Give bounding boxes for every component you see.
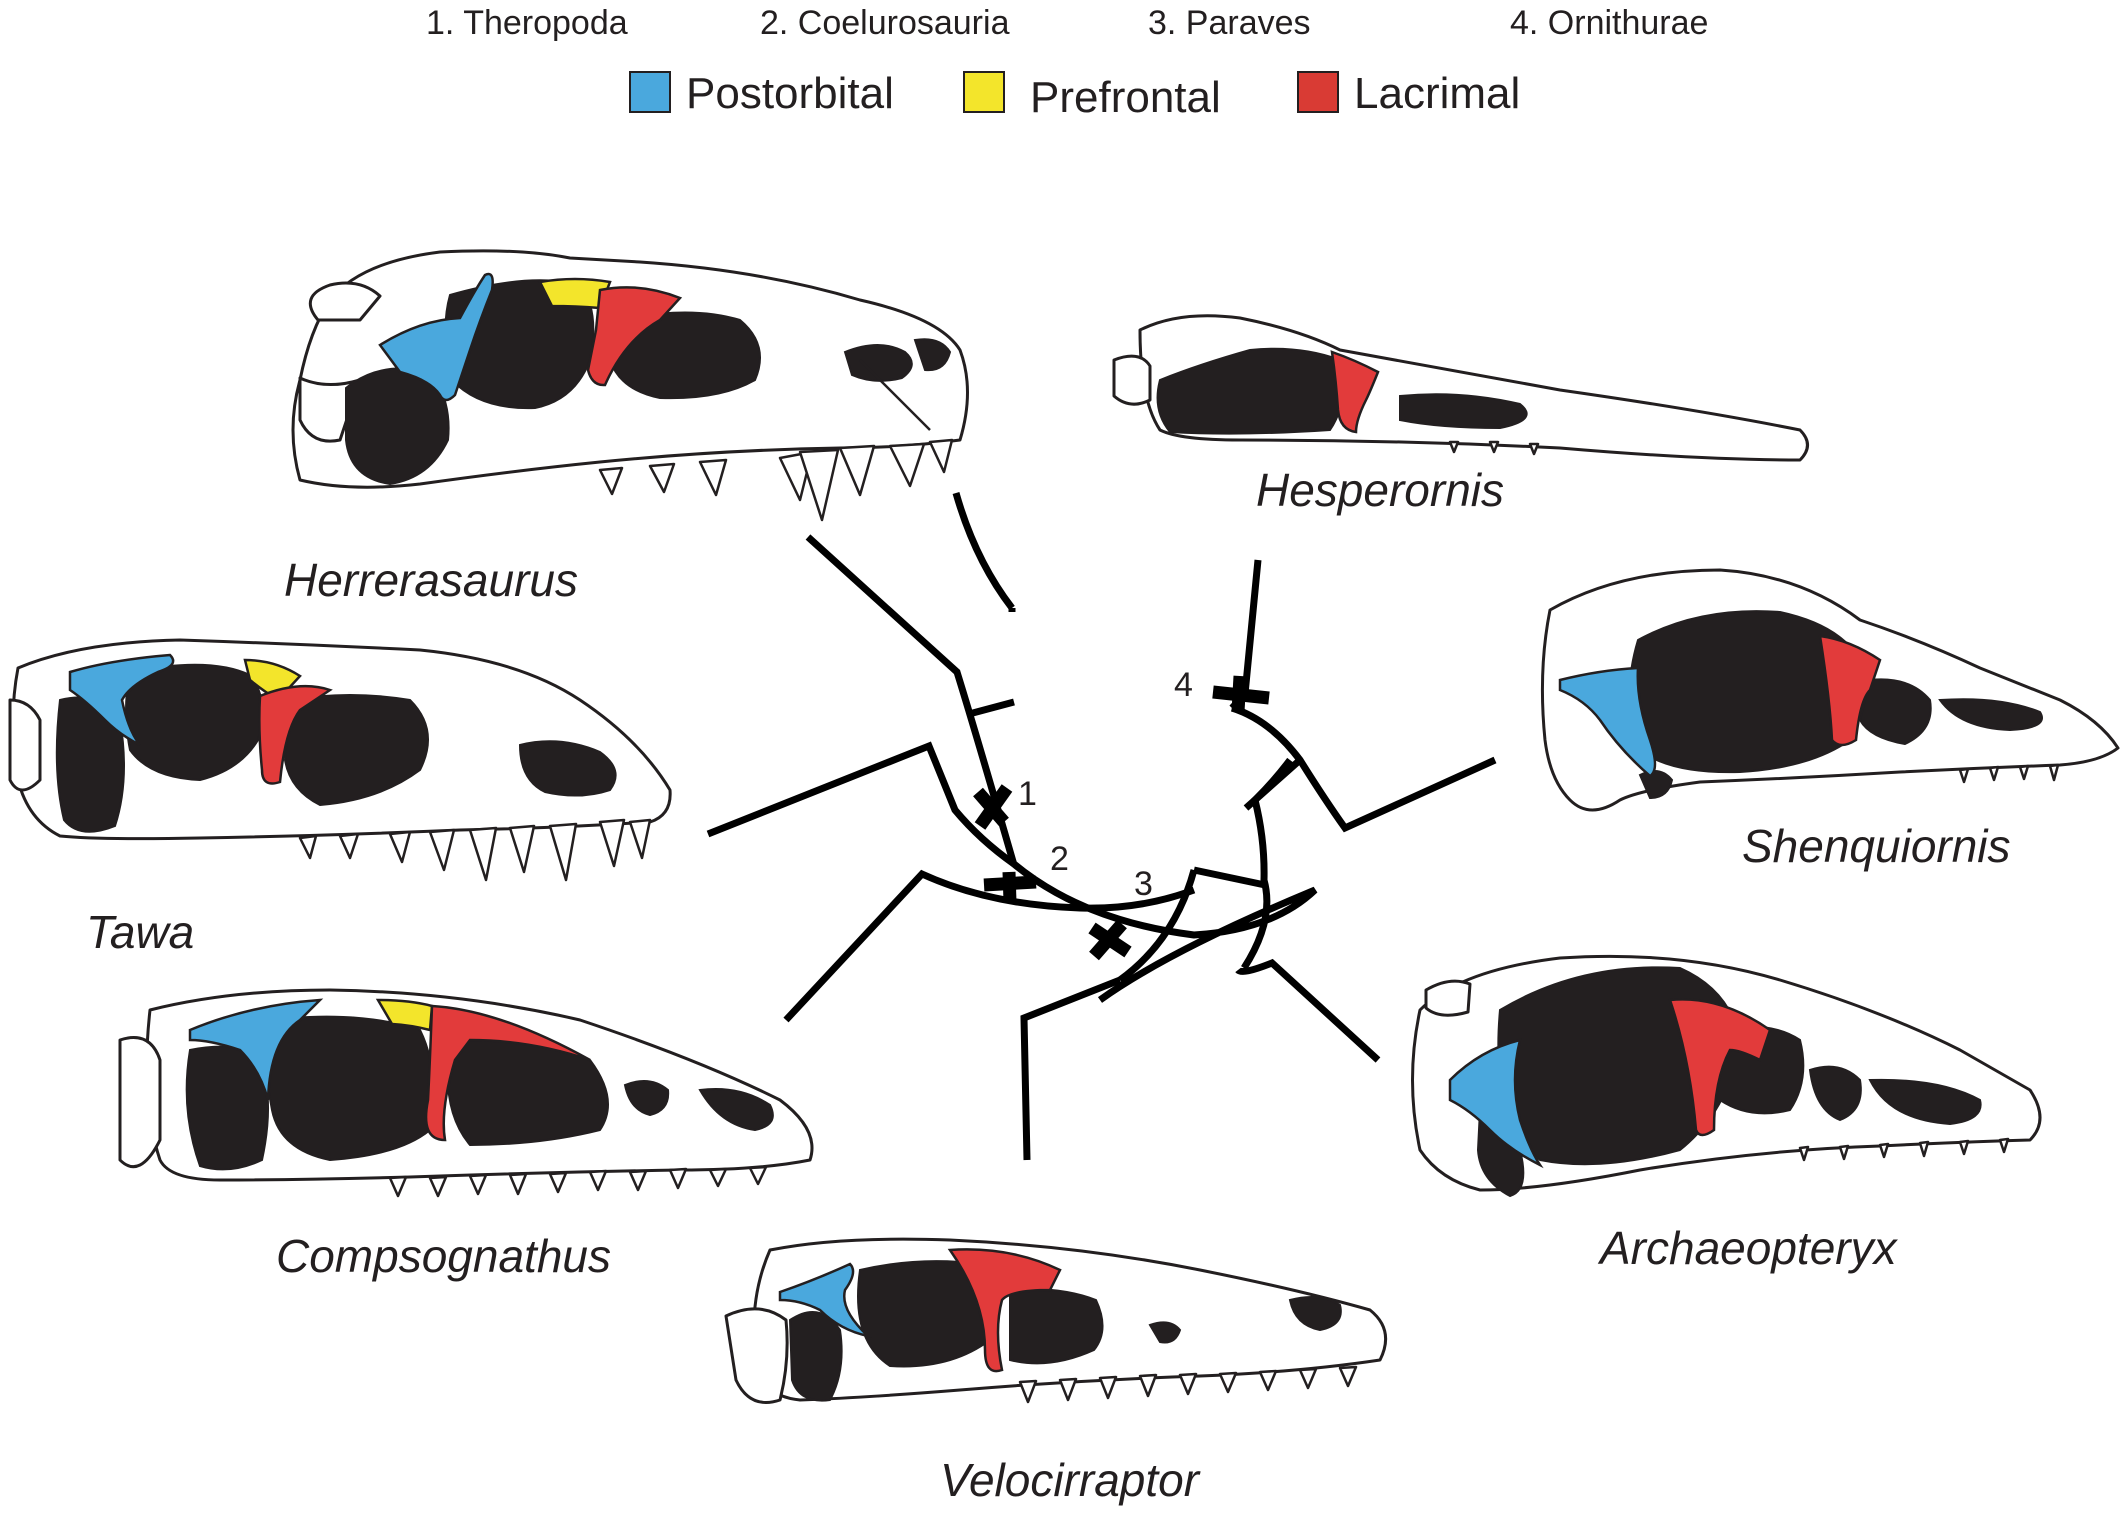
legend-label-lacrimal: Lacrimal	[1354, 69, 1520, 118]
legend-label-prefrontal: Prefrontal	[1030, 73, 1221, 122]
clade-list: 1. Theropoda 2. Coelurosauria 3. Paraves…	[426, 4, 1708, 42]
branch-tawa	[706, 741, 1017, 867]
skull-herrerasaurus	[291, 249, 969, 522]
branch-shenquiornis	[1230, 704, 1497, 833]
branch-compsognathus	[783, 869, 1196, 1023]
taxon-label-herrerasaurus: Herrerasaurus	[284, 554, 578, 606]
legend: Postorbital Prefrontal Lacrimal	[629, 69, 1520, 122]
branch-herrerasaurus-stub	[968, 698, 1015, 718]
skull-tawa	[8, 638, 672, 882]
taxon-label-shenquiornis: Shenquiornis	[1742, 820, 2011, 872]
node-tick-theropoda-2	[974, 784, 1013, 830]
node-tick-ornithurae-2	[1231, 675, 1247, 713]
legend-label-postorbital: Postorbital	[686, 69, 894, 118]
branch-herrerasaurus	[805, 534, 1018, 866]
branch-archaeopteryx	[1235, 958, 1381, 1063]
taxon-label-archaeopteryx: Archaeopteryx	[1597, 1222, 1899, 1274]
taxon-label-velociraptor: Velocirraptor	[940, 1454, 1201, 1506]
node-tick-paraves-2	[1088, 922, 1132, 958]
phylogenetic-tree: 1 2 3 4	[706, 492, 1497, 1161]
taxon-label-tawa: Tawa	[86, 906, 194, 958]
skull-compsognathus	[118, 988, 814, 1198]
skull-hesperornis	[1112, 314, 1809, 462]
skull-shenquiornis	[1540, 568, 2120, 812]
skull-velociraptor	[724, 1237, 1388, 1404]
branch-ornithurine-stub	[1243, 757, 1303, 811]
clade-label-ornithurae: 4. Ornithurae	[1510, 4, 1708, 42]
taxon-label-hesperornis: Hesperornis	[1256, 464, 1504, 516]
node-number-1: 1	[1018, 775, 1037, 813]
legend-swatch-lacrimal	[1297, 71, 1339, 113]
legend-swatch-prefrontal	[963, 71, 1005, 113]
legend-swatch-postorbital	[629, 71, 671, 113]
branch-paraves-node	[1117, 869, 1198, 983]
node-number-3: 3	[1134, 865, 1153, 903]
branch-avialae-stub	[1193, 866, 1266, 889]
clade-label-coelurosauria: 2. Coelurosauria	[760, 4, 1010, 42]
node-number-4: 4	[1174, 666, 1193, 704]
clade-label-theropoda: 1. Theropoda	[426, 4, 628, 42]
tree-spine	[952, 492, 1015, 611]
node-tick-coelurosauria-2	[1002, 871, 1017, 903]
node-number-2: 2	[1050, 840, 1069, 878]
taxon-label-compsognathus: Compsognathus	[276, 1230, 611, 1282]
skull-archaeopteryx	[1411, 954, 2042, 1198]
clade-label-paraves: 3. Paraves	[1148, 4, 1311, 42]
branch-velociraptor	[1020, 976, 1122, 1161]
